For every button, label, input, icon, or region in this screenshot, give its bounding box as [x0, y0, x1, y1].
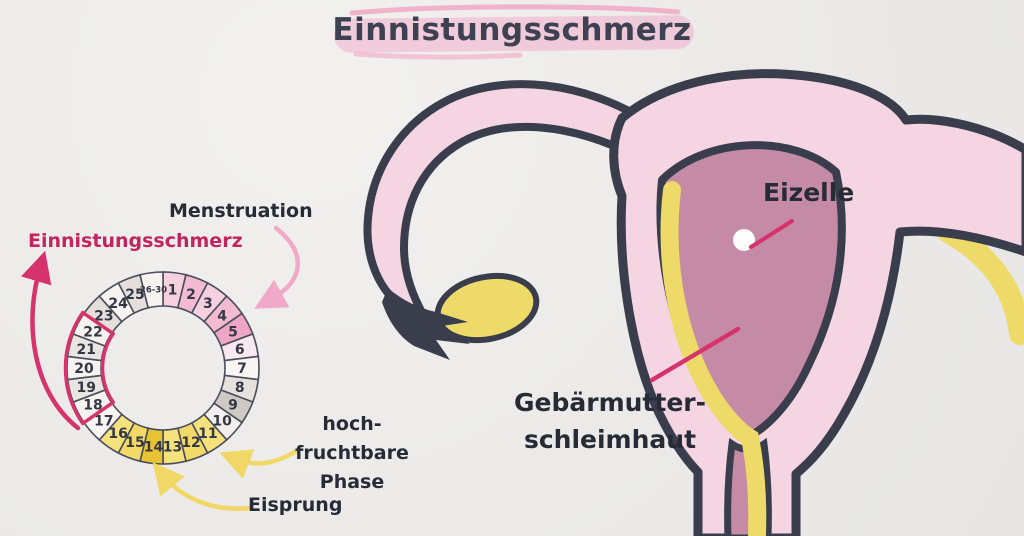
calendar-day-label-22: 22	[83, 324, 102, 340]
calendar-day-label-2: 2	[186, 287, 196, 303]
calendar-day-label-16: 16	[108, 426, 127, 442]
lining-label-line2: schleimhaut	[523, 425, 697, 454]
lining-pointer-line	[649, 326, 741, 383]
calendar-day-label-14: 14	[144, 439, 164, 455]
egg-pointer-line	[749, 219, 794, 249]
calendar-day-label-10: 10	[212, 413, 232, 429]
calendar-day-label-9: 9	[228, 398, 238, 414]
implantation-label: Einnistungsschmerz	[28, 230, 243, 252]
fimbriae	[382, 288, 470, 360]
calendar-day-label-5: 5	[228, 324, 238, 340]
fertile-phase-label: hoch-fruchtbare Phase	[270, 410, 434, 497]
ovulation-label: Eisprung	[248, 494, 343, 516]
calendar-day-label-17: 17	[94, 413, 113, 429]
calendar-day-label-8: 8	[235, 380, 245, 396]
calendar-day-label-11: 11	[198, 426, 217, 442]
fertile-arrow-icon	[219, 447, 301, 479]
title-squiggle-icon	[349, 4, 681, 16]
ovulation-arrow-icon	[152, 462, 255, 511]
lining-label-line1: Gebärmutter-	[514, 388, 706, 417]
calendar-day-label-1: 1	[168, 283, 178, 299]
implantation-arrow-icon	[21, 250, 81, 431]
calendar-day-label-25: 25	[125, 287, 144, 303]
calendar-day-label-18: 18	[83, 398, 102, 414]
menstruation-arrow-icon	[254, 225, 300, 309]
endometrium-lining	[660, 181, 767, 536]
fertile-phase-line1: hoch-fruchtbare	[295, 413, 409, 464]
calendar-day-cell-26-30	[139, 271, 164, 309]
calendar-day-label-19: 19	[77, 380, 96, 396]
uterus-illustration	[363, 69, 1024, 536]
calendar-day-label-26-30: 26-30	[140, 286, 167, 296]
calendar-day-label-4: 4	[217, 309, 227, 325]
egg-label: Eizelle	[763, 178, 855, 207]
calendar-arrows	[21, 225, 301, 511]
calendar-day-label-24: 24	[108, 296, 128, 312]
calendar-day-label-15: 15	[125, 435, 144, 451]
calendar-day-label-20: 20	[74, 361, 94, 377]
calendar-day-label-23: 23	[94, 309, 113, 325]
implantation-days-outline	[63, 310, 115, 426]
menstruation-label: Menstruation	[169, 200, 313, 222]
title-underline-icon	[353, 51, 523, 60]
calendar-day-label-3: 3	[203, 296, 213, 312]
calendar-day-label-13: 13	[163, 439, 182, 455]
egg-cell	[733, 229, 755, 251]
page-title: Einnistungsschmerz	[332, 12, 692, 48]
calendar-day-label-7: 7	[237, 361, 247, 377]
lining-label: Gebärmutter- schleimhaut	[510, 384, 710, 458]
right-ligament-yellow	[937, 221, 1024, 345]
calendar-day-label-6: 6	[235, 342, 245, 358]
fertile-phase-line2: Phase	[319, 471, 385, 493]
calendar-day-label-21: 21	[77, 342, 96, 358]
calendar-day-label-12: 12	[181, 435, 200, 451]
